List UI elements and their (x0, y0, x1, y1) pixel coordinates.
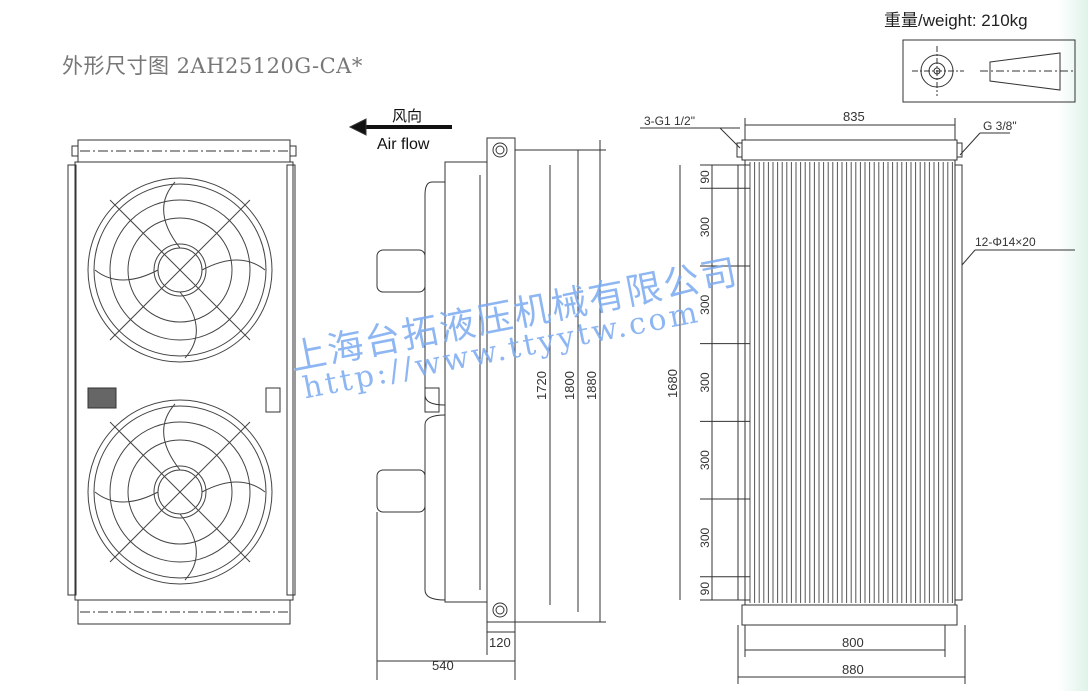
segment-label: 300 (698, 294, 712, 314)
fan-top (87, 177, 273, 363)
weight-label: 重量/weight: 210kg (884, 11, 1028, 30)
right-view (640, 118, 1075, 684)
page-title: 外形尺寸图 2AH25120G-CA* (62, 54, 363, 78)
segment-label: 300 (698, 450, 712, 470)
segment-ticks (700, 164, 750, 601)
segment-label: 90 (698, 170, 712, 184)
dim-1720: 1720 (534, 371, 549, 400)
fan-bottom (87, 399, 273, 585)
side-view (376, 137, 606, 680)
segment-label: 300 (698, 372, 712, 392)
holes-label: 12-Φ14×20 (975, 235, 1036, 249)
airflow-en-label: Air flow (377, 136, 430, 153)
coil-fins (749, 162, 953, 603)
dim-120: 120 (489, 635, 511, 650)
dim-1680: 1680 (665, 369, 680, 398)
inlet-label: 3-G1 1/2" (644, 114, 695, 128)
segment-label: 300 (698, 217, 712, 237)
airflow-arrow (348, 118, 452, 136)
front-view (67, 139, 297, 625)
segment-label: 300 (698, 528, 712, 548)
edge-gradient (1058, 0, 1088, 691)
airflow-cn-label: 风向 (392, 108, 422, 125)
dim-1800: 1800 (562, 371, 577, 400)
vent-label: G 3/8" (983, 119, 1017, 133)
dim-880: 880 (842, 662, 864, 677)
dim-800: 800 (842, 635, 864, 650)
projection-symbol (902, 39, 1076, 103)
segment-label: 90 (698, 582, 712, 596)
dim-835: 835 (843, 109, 865, 124)
dim-540: 540 (432, 658, 454, 673)
dim-1880: 1880 (584, 371, 599, 400)
